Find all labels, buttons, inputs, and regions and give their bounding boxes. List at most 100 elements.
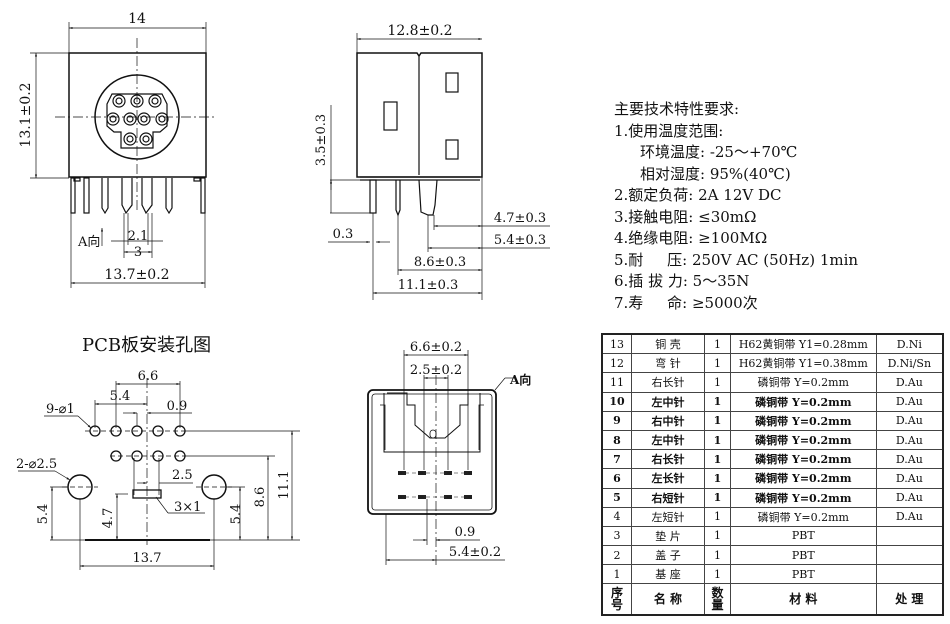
front-pins: [70, 177, 206, 215]
bom-cell-name: 右长针: [631, 372, 705, 393]
bom-cell-material: 磷铜带 Y=0.2mm: [729, 391, 877, 412]
bom-cell-qty: 1: [703, 391, 731, 412]
bom-cell-finish: D.Ni/Sn: [875, 353, 944, 374]
spec-line: 7.寿 命: ≥5000次: [614, 293, 758, 312]
bom-cell-qty: 1: [703, 429, 731, 451]
bom-cell-finish: D.Ni: [875, 333, 944, 355]
dim-width-label: 14: [128, 11, 146, 27]
dim-offset-label: 0.9: [167, 399, 188, 414]
spec-line: 5.耐 压: 250V AC (50Hz) 1min: [614, 250, 859, 269]
direction-label: A向: [77, 234, 100, 250]
side-view: 12.8±0.2 3.5±0.3 0.3 4.7±0.3 5.4±0.3 8.6…: [314, 23, 550, 300]
bom-cell-qty: 1: [703, 564, 731, 585]
dim-pin-height-label: 3.5±0.3: [314, 114, 329, 166]
bom-header-material: 材 料: [729, 583, 877, 616]
spec-line: 相对湿度: 95%(40℃): [640, 164, 791, 183]
spec-title: 主要技术特性要求:: [614, 100, 740, 118]
direction-label: A向: [509, 372, 531, 387]
bom-cell-material: 磷铜带 Y=0.2mm: [729, 468, 877, 489]
bom-cell-finish: [875, 564, 944, 585]
bom-cell-material: H62黄铜带 Y1=0.38mm: [729, 353, 877, 374]
dim-right-height-label: 5.4: [229, 504, 244, 525]
bom-cell-material: PBT: [729, 525, 877, 547]
bom-cell-finish: D.Au: [875, 429, 944, 451]
bom-cell-no: 2: [601, 545, 632, 566]
bom-cell-qty: 1: [703, 410, 731, 431]
bom-cell-finish: [875, 525, 944, 547]
bom-cell-material: 磷铜带 Y=0.2mm: [729, 372, 877, 393]
bom-cell-name: 左中针: [631, 429, 705, 451]
bom-cell-name: 左中针: [631, 391, 705, 412]
bom-cell-qty: 1: [703, 487, 731, 508]
dim-height-label: 13.1±0.2: [18, 82, 34, 147]
bottom-view: 6.6±0.2 2.5±0.2 A向 0.9 5.4±0.2: [367, 340, 531, 565]
bom-cell-qty: 1: [703, 468, 731, 489]
bom-cell-no: 5: [601, 487, 632, 508]
bom-cell-name: 左长针: [631, 468, 705, 489]
bom-cell-name: 右中针: [631, 410, 705, 431]
bom-cell-finish: [875, 545, 944, 566]
bom-cell-name: 右长针: [631, 449, 705, 470]
spec-line: 2.额定负荷: 2A 12V DC: [614, 186, 782, 204]
dim-d-label: 11.1±0.3: [398, 278, 459, 293]
bom-cell-no: 11: [601, 372, 632, 393]
bom-cell-finish: D.Au: [875, 487, 944, 508]
bom-cell-material: PBT: [729, 564, 877, 585]
bom-cell-finish: D.Au: [875, 410, 944, 431]
front-view: 14 13.1±0.2 13.7±0.2 2.1 3 A向: [18, 11, 215, 288]
pcb-title: PCB板安装孔图: [82, 335, 212, 356]
pcb-slot: [132, 489, 162, 499]
bom-cell-qty: 1: [703, 333, 731, 355]
bom-cell-name: 弯 针: [631, 353, 705, 374]
bom-cell-name: 左短针: [631, 506, 705, 527]
bom-cell-no: 9: [601, 410, 632, 431]
bom-cell-name: 垫 片: [631, 525, 705, 547]
bom-cell-no: 7: [601, 449, 632, 470]
bom-cell-no: 12: [601, 353, 632, 374]
bom-cell-finish: D.Au: [875, 449, 944, 470]
dim-outer-label: 6.6±0.2: [410, 340, 462, 355]
slot-label: 3×1: [174, 500, 201, 515]
mount-hole-label: 2-⌀2.5: [16, 457, 57, 472]
bom-cell-no: 13: [601, 333, 632, 355]
dim-outer-label: 6.6: [138, 369, 159, 384]
din-socket-outline: [94, 74, 180, 160]
bom-cell-qty: 1: [703, 506, 731, 527]
bom-cell-material: 磷铜带 Y=0.2mm: [729, 410, 877, 431]
dim-slot-height-label: 4.7: [101, 508, 116, 529]
dim-offset-label: 0.9: [455, 525, 476, 540]
bom-cell-no: 3: [601, 525, 632, 547]
bom-cell-material: 磷铜带 Y=0.2mm: [729, 449, 877, 470]
dim-b-label: 5.4±0.3: [494, 233, 546, 248]
bottom-contacts: [398, 471, 472, 499]
bom-cell-qty: 1: [703, 545, 731, 566]
bom-cell-name: 铜 壳: [631, 333, 705, 355]
dim-row1-height-label: 11.1: [277, 471, 292, 500]
dim-a-label: 4.7±0.3: [494, 211, 546, 226]
dim-pin-pitch-b-label: 3: [134, 245, 142, 260]
bom-header-row: 序号名 称数量材 料处 理: [601, 583, 944, 616]
dim-mount-span-label: 13.7: [133, 551, 162, 566]
dim-left-height-label: 5.4: [36, 504, 51, 525]
spec-line: 3.接触电阻: ≤30mΩ: [614, 207, 757, 226]
dim-pin-thickness-label: 0.3: [333, 227, 354, 242]
socket-pins: [106, 94, 169, 146]
spec-line: 6.插 拔 力: 5～35N: [614, 272, 750, 290]
bom-header-name: 名 称: [631, 583, 705, 616]
bom-cell-material: 磷铜带 Y=0.2mm: [729, 506, 877, 527]
bom-cell-material: PBT: [729, 545, 877, 566]
spec-line: 环境温度: -25～+70℃: [640, 143, 798, 161]
bom-cell-finish: D.Au: [875, 468, 944, 489]
